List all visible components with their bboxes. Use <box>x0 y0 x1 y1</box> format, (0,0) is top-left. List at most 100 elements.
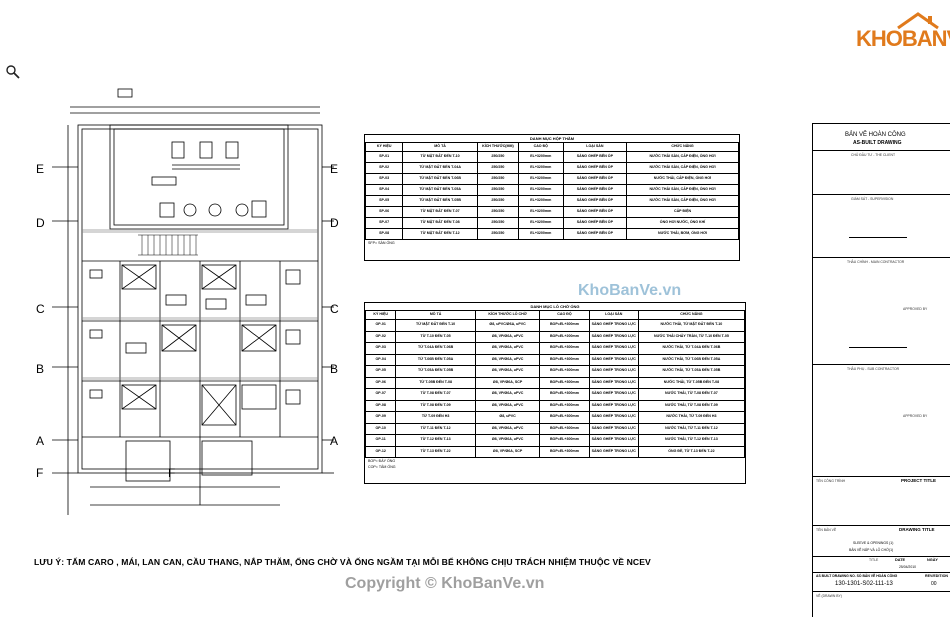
table-cell: NƯỚC THẢI, TỪ T-08 ĐẾN T-07 <box>637 388 746 401</box>
table-cell: SP-03 <box>364 173 404 185</box>
table-cell: OP-04 <box>364 353 397 366</box>
table-cell: 250/250 <box>476 217 519 229</box>
title-label: TITLE <box>869 558 879 562</box>
drawn-by-label: VẼ (DRAWN BY) <box>816 594 842 598</box>
axis-label-right: C <box>330 302 339 316</box>
supervision-label: GIÁM SÁT - SUPERVISION <box>851 197 894 201</box>
table-cell: BOP=EL+200mm <box>539 330 590 343</box>
table-header-cell: MÔ TẢ <box>395 310 476 320</box>
table-cell: SÀNG GHẾP TRONG LỰC <box>588 388 639 401</box>
table-cell: SÀNG GHẾP BÊN ỐP <box>562 173 628 185</box>
table-cell: SP-05 <box>364 195 404 207</box>
table-cell: EL+3200mm <box>517 184 564 196</box>
table-cell: SÀNG GHẾP BÊN ỐP <box>562 184 628 196</box>
table-cell: 250/250 <box>476 151 519 163</box>
table-header-cell: CHỨC NĂNG <box>626 142 739 152</box>
table-header-cell: LOẠI SÀN <box>562 142 628 152</box>
table-cell: TỪ MẶT ĐẤT ĐẾN T-07 <box>402 206 478 218</box>
table-cell: NƯỚC THẢI SÀN, CẤP ĐIỆN, ỐNG HƠI <box>626 195 739 207</box>
table-cell: NƯỚC THẢI, TỪ T-09 ĐẾN H3 <box>637 411 746 424</box>
table-cell: NƯỚC THẢI, TỪ T-12 ĐẾN T-13 <box>637 434 746 447</box>
revision-value: 00 <box>931 581 937 587</box>
axis-label-right: B <box>330 362 338 376</box>
table-cell: Ø8, VP/Ø6A, uPVC <box>474 365 541 378</box>
table-cell: BOP=EL+300mm <box>539 353 590 366</box>
table-header-cell: CHỨC NĂNG <box>637 310 746 320</box>
table-cell: NƯỚC THẢI, CẤP ĐIỆN, ỐNG HƠI <box>626 173 739 185</box>
axis-label-right: A <box>330 434 338 448</box>
table-cell: OP-02 <box>364 330 397 343</box>
table-cell: Ø8, VP/Ø6A, uPVC <box>474 330 541 343</box>
axis-label-right: D <box>330 216 339 230</box>
table-cell: Ø8, VP/Ø6A, uPVC <box>474 422 541 435</box>
table-cell: BOP=EL+300mm <box>539 434 590 447</box>
revision-label: REV/EDITION <box>925 574 948 578</box>
project-title-en: PROJECT TITLE <box>901 478 937 483</box>
table-cell: BOP=EL+300mm <box>539 422 590 435</box>
table-cell: SP-07 <box>364 217 404 229</box>
logo-text: KHOBANVE <box>856 26 950 51</box>
table-caption: DANH MỤC HỘP THĂM <box>529 136 575 141</box>
table-cell: OP-11 <box>364 434 397 447</box>
title-block: BẢN VẼ HOÀN CÔNG AS-BUILT DRAWING CHỦ ĐẦ… <box>812 123 950 617</box>
table-cell: TỪ MẶT ĐẤT ĐẾN T-04A <box>402 162 478 174</box>
table-cell: TỪ T-13 ĐẾN T-22 <box>395 445 476 458</box>
drawing-number-value: 130-1301-S02-111-13 <box>835 581 893 587</box>
table-cell: SÀNG GHẾP TRONG LỰC <box>588 434 639 447</box>
table-cell: TỪ T-05A ĐẾN T-05B <box>395 365 476 378</box>
axis-label-left: A <box>36 434 44 448</box>
table-header-cell: MÔ TẢ <box>402 142 478 152</box>
table-cell: 250/250 <box>476 206 519 218</box>
table-cell: EL+3200mm <box>517 195 564 207</box>
table-cell: TỪ T-12 ĐẾN T-13 <box>395 434 476 447</box>
table-cell: OP-03 <box>364 342 397 355</box>
title-block-subheading: AS-BUILT DRAWING <box>853 140 902 146</box>
table-cell: 250/250 <box>476 162 519 174</box>
table-cell: TỪ T-09 ĐẾN H3 <box>395 411 476 424</box>
table-cell: Ø8, VP/Ø6A, SCP <box>474 376 541 389</box>
table-cell: NƯỚC THẢI, TỪ T-04A ĐẾN T-06B <box>637 342 746 355</box>
table-note: BOP= ĐÁY ỐNG <box>368 459 396 463</box>
table-cell: BOP=EL+300mm <box>539 388 590 401</box>
table-cell: 250/250 <box>476 184 519 196</box>
table-cell: TỪ T-05B ĐẾN T-08 <box>395 376 476 389</box>
date-label: DATE <box>895 558 906 562</box>
table-cell: TỪ MẶT ĐẤT ĐẾN T-12 <box>402 228 478 240</box>
table-cell: SÀNG GHẾP BÊN ỐP <box>562 162 628 174</box>
table-cell: NƯỚC THẢI, TỪ T-08 ĐẾN T-09 <box>637 399 746 412</box>
table-cell: SÀNG GHẾP BÊN ỐP <box>562 228 628 240</box>
sub-contractor-label: THẦU PHỤ - SUB CONTRACTOR <box>847 367 900 371</box>
table-cell: NƯỚC THẢI, TỪ T-06B ĐẾN T-05A <box>637 353 746 366</box>
table-cell: TỪ MẶT ĐẤT ĐẾN T-06B <box>402 173 478 185</box>
table-cell: TỪ T-10 ĐẾN T-05 <box>395 330 476 343</box>
table-cell: SÀNG GHẾP TRONG LỰC <box>588 422 639 435</box>
zoom-icon[interactable] <box>5 64 21 80</box>
table-cell: TỪ MẶT ĐẤT ĐẾN T-08 <box>402 217 478 229</box>
table-cell: OP-07 <box>364 388 397 401</box>
table-cell: NƯỚC THẢI CHẢY TRÀN, TỪ T-10 ĐẾN T-05 <box>637 330 746 343</box>
table-note: SFP= SÀN ỐNG <box>368 241 395 245</box>
date-vi-label: NGÀY <box>927 558 938 562</box>
copyright-watermark: Copyright © KhoBanVe.vn <box>345 575 545 592</box>
table-header-cell: KÝ HIỆU <box>364 310 397 320</box>
axis-label-left: B <box>36 362 44 376</box>
table-cell: SÀNG GHẾP TRONG LỰC <box>588 376 639 389</box>
table-cell: TỪ MẶT ĐẤT ĐẾN T-10 <box>402 151 478 163</box>
table-cell: SÀNG GHẾP BÊN ỐP <box>562 195 628 207</box>
table-cell: EL+3200mm <box>517 217 564 229</box>
axis-label-left: C <box>36 302 45 316</box>
table-cell: SÀNG GHẾP TRONG LỰC <box>588 330 639 343</box>
table-cell: NƯỚC THẢI, BƠM, ỐNG HƠI <box>626 228 739 240</box>
